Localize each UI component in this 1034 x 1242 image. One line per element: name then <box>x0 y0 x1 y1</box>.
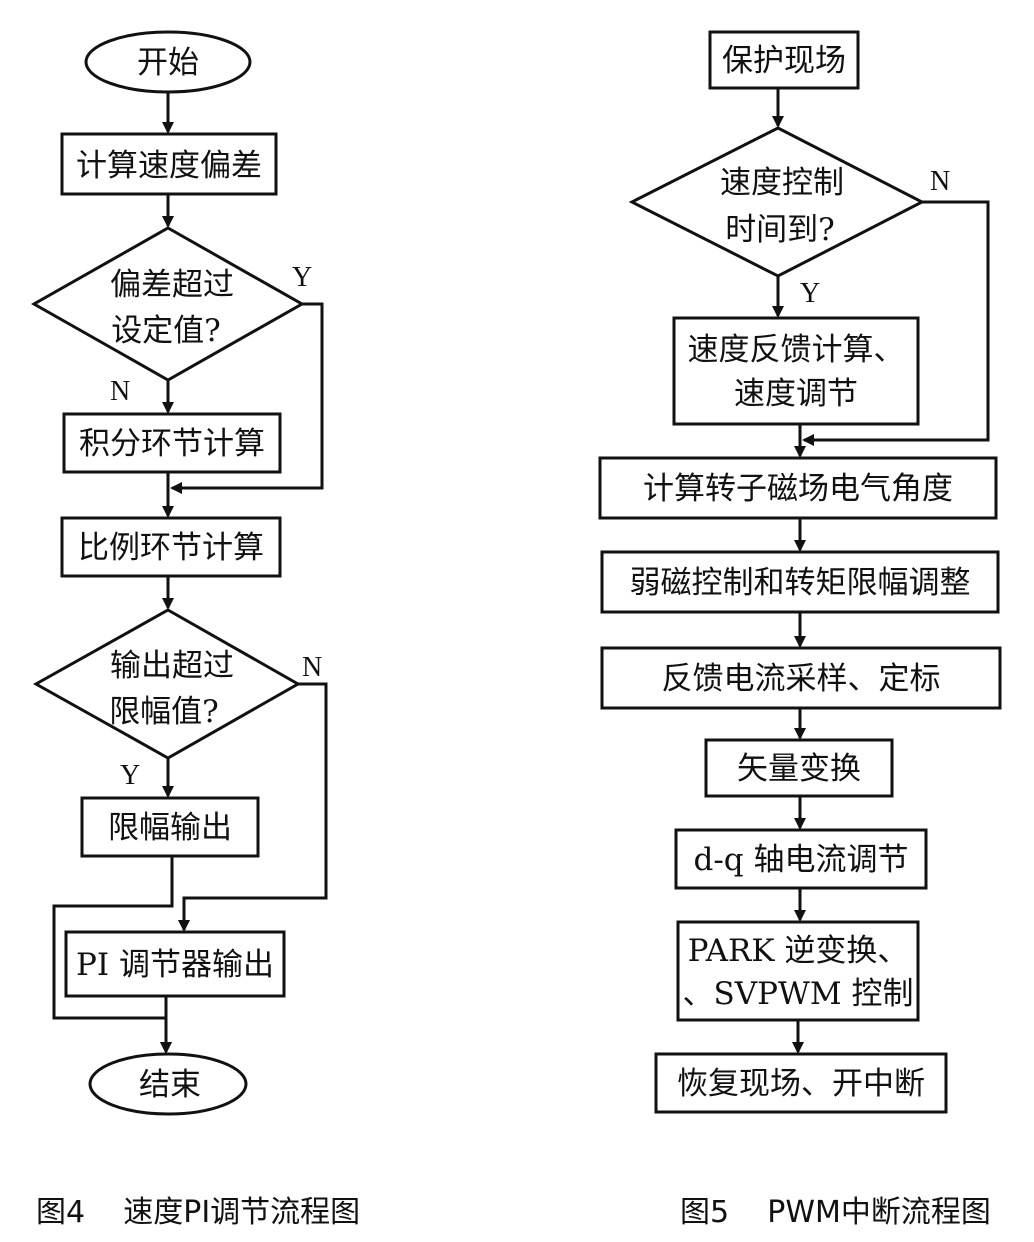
vector-transform-label: 矢量变换 <box>737 751 861 787</box>
start-terminal: 开始 <box>84 30 252 94</box>
save-context-box: 保护现场 <box>708 30 860 90</box>
end-label: 结束 <box>139 1067 201 1103</box>
fig5-decision-yes-label: Y <box>800 278 820 309</box>
calc-speed-error-box: 计算速度偏差 <box>60 132 278 196</box>
deviation-exceeds-setpoint-decision: 偏差超过 设定值? <box>30 226 306 382</box>
decision2-line1: 输出超过 <box>110 648 234 684</box>
fig5-decision-line2: 时间到? <box>725 212 835 248</box>
limit-output-label: 限幅输出 <box>108 810 232 846</box>
park-svpwm-line1: PARK 逆变换、 <box>688 933 909 969</box>
current-sampling-label: 反馈电流采样、定标 <box>662 661 941 697</box>
limit-output-box: 限幅输出 <box>80 796 260 858</box>
park-svpwm-box: PARK 逆变换、 、SVPWM 控制 <box>676 920 920 1022</box>
speed-control-time-decision: 速度控制 时间到? <box>628 126 926 278</box>
calc-speed-error-label: 计算速度偏差 <box>76 148 262 184</box>
end-terminal: 结束 <box>88 1052 248 1116</box>
proportional-label: 比例环节计算 <box>78 530 264 566</box>
dq-current-box: d-q 轴电流调节 <box>674 828 928 890</box>
edge-decision2-no <box>178 682 328 932</box>
field-weakening-label: 弱磁控制和转矩限幅调整 <box>630 565 971 601</box>
pi-regulator-output-box: PI 调节器输出 <box>64 930 286 998</box>
fig5-decision-line1: 速度控制 <box>720 165 844 201</box>
integral-box: 积分环节计算 <box>62 412 282 474</box>
decision2-line2: 限幅值? <box>109 694 219 730</box>
integral-label: 积分环节计算 <box>79 426 265 462</box>
start-label: 开始 <box>137 45 199 81</box>
decision2-yes-label: Y <box>120 760 140 791</box>
speed-feedback-line2: 速度调节 <box>734 376 858 412</box>
output-exceeds-limit-decision: 输出超过 限幅值? <box>32 608 302 760</box>
edge-decision1-yes <box>170 302 324 494</box>
field-weakening-box: 弱磁控制和转矩限幅调整 <box>600 550 1000 614</box>
dq-current-label: d-q 轴电流调节 <box>693 842 908 878</box>
decision1-no-label: N <box>110 376 130 407</box>
speed-feedback-box: 速度反馈计算、 速度调节 <box>672 316 920 426</box>
decision2-no-label: N <box>302 652 322 683</box>
rotor-angle-box: 计算转子磁场电气角度 <box>598 456 998 520</box>
figure-4-caption: 图4 速度PI调节流程图 <box>36 1195 360 1230</box>
pi-output-label: PI 调节器输出 <box>76 947 274 983</box>
decision1-line1: 偏差超过 <box>110 267 234 303</box>
vector-transform-box: 矢量变换 <box>704 738 894 798</box>
figure-5-caption: 图5 PWM中断流程图 <box>680 1195 991 1230</box>
speed-feedback-line1: 速度反馈计算、 <box>688 332 905 368</box>
figure-4-speed-pi-flowchart: 开始 计算速度偏差 偏差超过 设定值? Y N 积分环节计算 比例环节计算 <box>30 30 360 1230</box>
park-svpwm-line2: 、SVPWM 控制 <box>683 976 914 1012</box>
decision1-yes-label: Y <box>292 262 312 293</box>
edge-decision-no <box>802 200 990 446</box>
figure-5-pwm-interrupt-flowchart: 保护现场 速度控制 时间到? N Y 速度反馈计算、 速度调节 计算转子磁场电气… <box>598 30 1002 1230</box>
restore-context-label: 恢复现场、开中断 <box>677 1066 925 1102</box>
fig5-decision-no-label: N <box>930 166 950 197</box>
current-sampling-box: 反馈电流采样、定标 <box>600 646 1002 710</box>
proportional-box: 比例环节计算 <box>60 516 282 578</box>
decision1-line2: 设定值? <box>111 313 221 349</box>
save-context-label: 保护现场 <box>722 43 846 79</box>
restore-context-box: 恢复现场、开中断 <box>654 1052 948 1114</box>
rotor-angle-label: 计算转子磁场电气角度 <box>643 471 953 507</box>
